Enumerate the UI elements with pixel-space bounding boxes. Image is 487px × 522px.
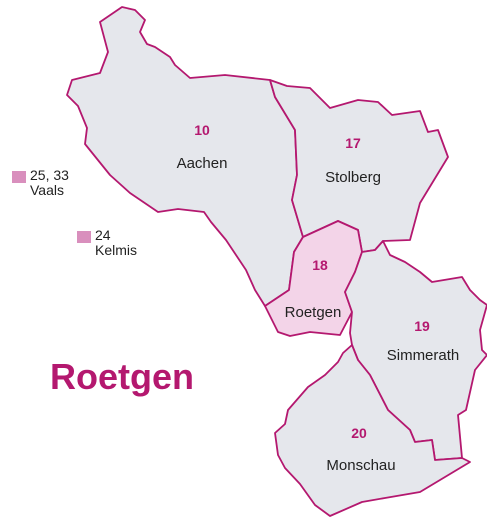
legend-text-vaals: 25, 33 Vaals	[30, 168, 69, 198]
region-name-aachen: Aachen	[177, 155, 228, 172]
region-number-stolberg: 17	[345, 135, 361, 151]
map-title: Roetgen	[50, 356, 194, 397]
legend-vaals: 25, 33 Vaals	[12, 168, 69, 198]
region-monschau[interactable]	[274, 344, 471, 517]
region-name-stolberg: Stolberg	[325, 169, 381, 186]
region-number-aachen: 10	[194, 122, 210, 138]
legend-kelmis: 24 Kelmis	[77, 228, 137, 258]
region-name-simmerath: Simmerath	[387, 347, 460, 364]
legend-label-vaals: Vaals	[30, 182, 64, 198]
region-name-monschau: Monschau	[326, 457, 395, 474]
legend-swatch-vaals	[12, 171, 26, 183]
legend-label-kelmis: Kelmis	[95, 242, 138, 258]
legend-code-kelmis: 24	[95, 227, 111, 243]
legend-swatch-kelmis	[77, 231, 91, 243]
region-number-roetgen: 18	[312, 257, 328, 273]
region-number-simmerath: 19	[414, 318, 430, 334]
legend-code-vaals: 25, 33	[30, 167, 69, 183]
region-stolberg[interactable]	[269, 79, 449, 253]
region-number-monschau: 20	[351, 425, 367, 441]
legend-text-kelmis: 24 Kelmis	[95, 228, 137, 258]
region-roetgen[interactable]	[264, 220, 363, 337]
region-name-roetgen: Roetgen	[285, 304, 342, 321]
